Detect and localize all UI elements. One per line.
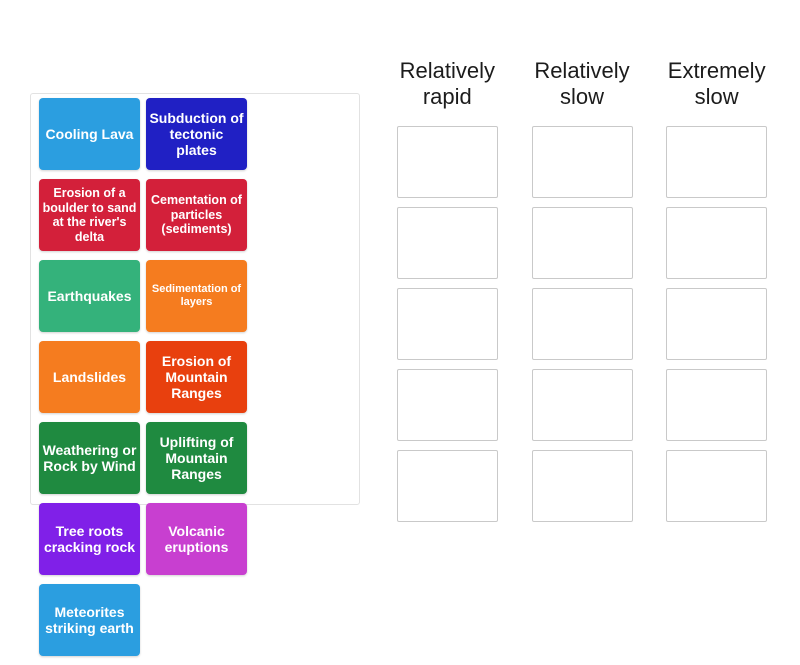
drop-zone[interactable] <box>531 126 633 199</box>
drop-zone[interactable] <box>396 450 498 523</box>
drop-zone[interactable] <box>666 450 768 523</box>
draggable-tile[interactable]: Tree roots cracking rock <box>39 503 140 575</box>
draggable-tile[interactable]: Cementation of particles (sediments) <box>146 179 247 251</box>
category-column: Extremely slow <box>649 58 784 531</box>
drop-zone[interactable] <box>666 207 768 280</box>
drop-zone[interactable] <box>531 207 633 280</box>
drop-zone[interactable] <box>666 288 768 361</box>
draggable-tile[interactable]: Volcanic eruptions <box>146 503 247 575</box>
drop-zone[interactable] <box>396 126 498 199</box>
drop-zone[interactable] <box>531 288 633 361</box>
draggable-tile[interactable]: Erosion of Mountain Ranges <box>146 341 247 413</box>
category-title: Relatively slow <box>534 58 630 109</box>
draggable-tile[interactable]: Weathering or Rock by Wind <box>39 422 140 494</box>
category-column: Relatively slow <box>515 58 650 531</box>
drop-zone[interactable] <box>396 207 498 280</box>
category-title: Relatively rapid <box>399 58 496 109</box>
draggable-tile[interactable]: Landslides <box>39 341 140 413</box>
drop-zone[interactable] <box>396 288 498 361</box>
draggable-tile[interactable]: Uplifting of Mountain Ranges <box>146 422 247 494</box>
draggable-tile[interactable]: Sedimentation of layers <box>146 260 247 332</box>
category-columns: Relatively rapid Relatively slow Extremely… <box>380 58 784 531</box>
drop-zone[interactable] <box>396 369 498 442</box>
draggable-tile[interactable]: Cooling Lava <box>39 98 140 170</box>
draggable-tile[interactable]: Erosion of a boulder to sand at the rive… <box>39 179 140 251</box>
category-column: Relatively rapid <box>380 58 515 531</box>
drop-zone[interactable] <box>531 450 633 523</box>
drop-zone[interactable] <box>666 126 768 199</box>
category-title: Extremely slow <box>667 58 766 109</box>
drop-zone[interactable] <box>531 369 633 442</box>
drop-zone[interactable] <box>666 369 768 442</box>
draggable-tile[interactable]: Meteorites striking earth <box>39 584 140 656</box>
draggable-tile[interactable]: Earthquakes <box>39 260 140 332</box>
draggable-tile[interactable]: Subduction of tectonic plates <box>146 98 247 170</box>
